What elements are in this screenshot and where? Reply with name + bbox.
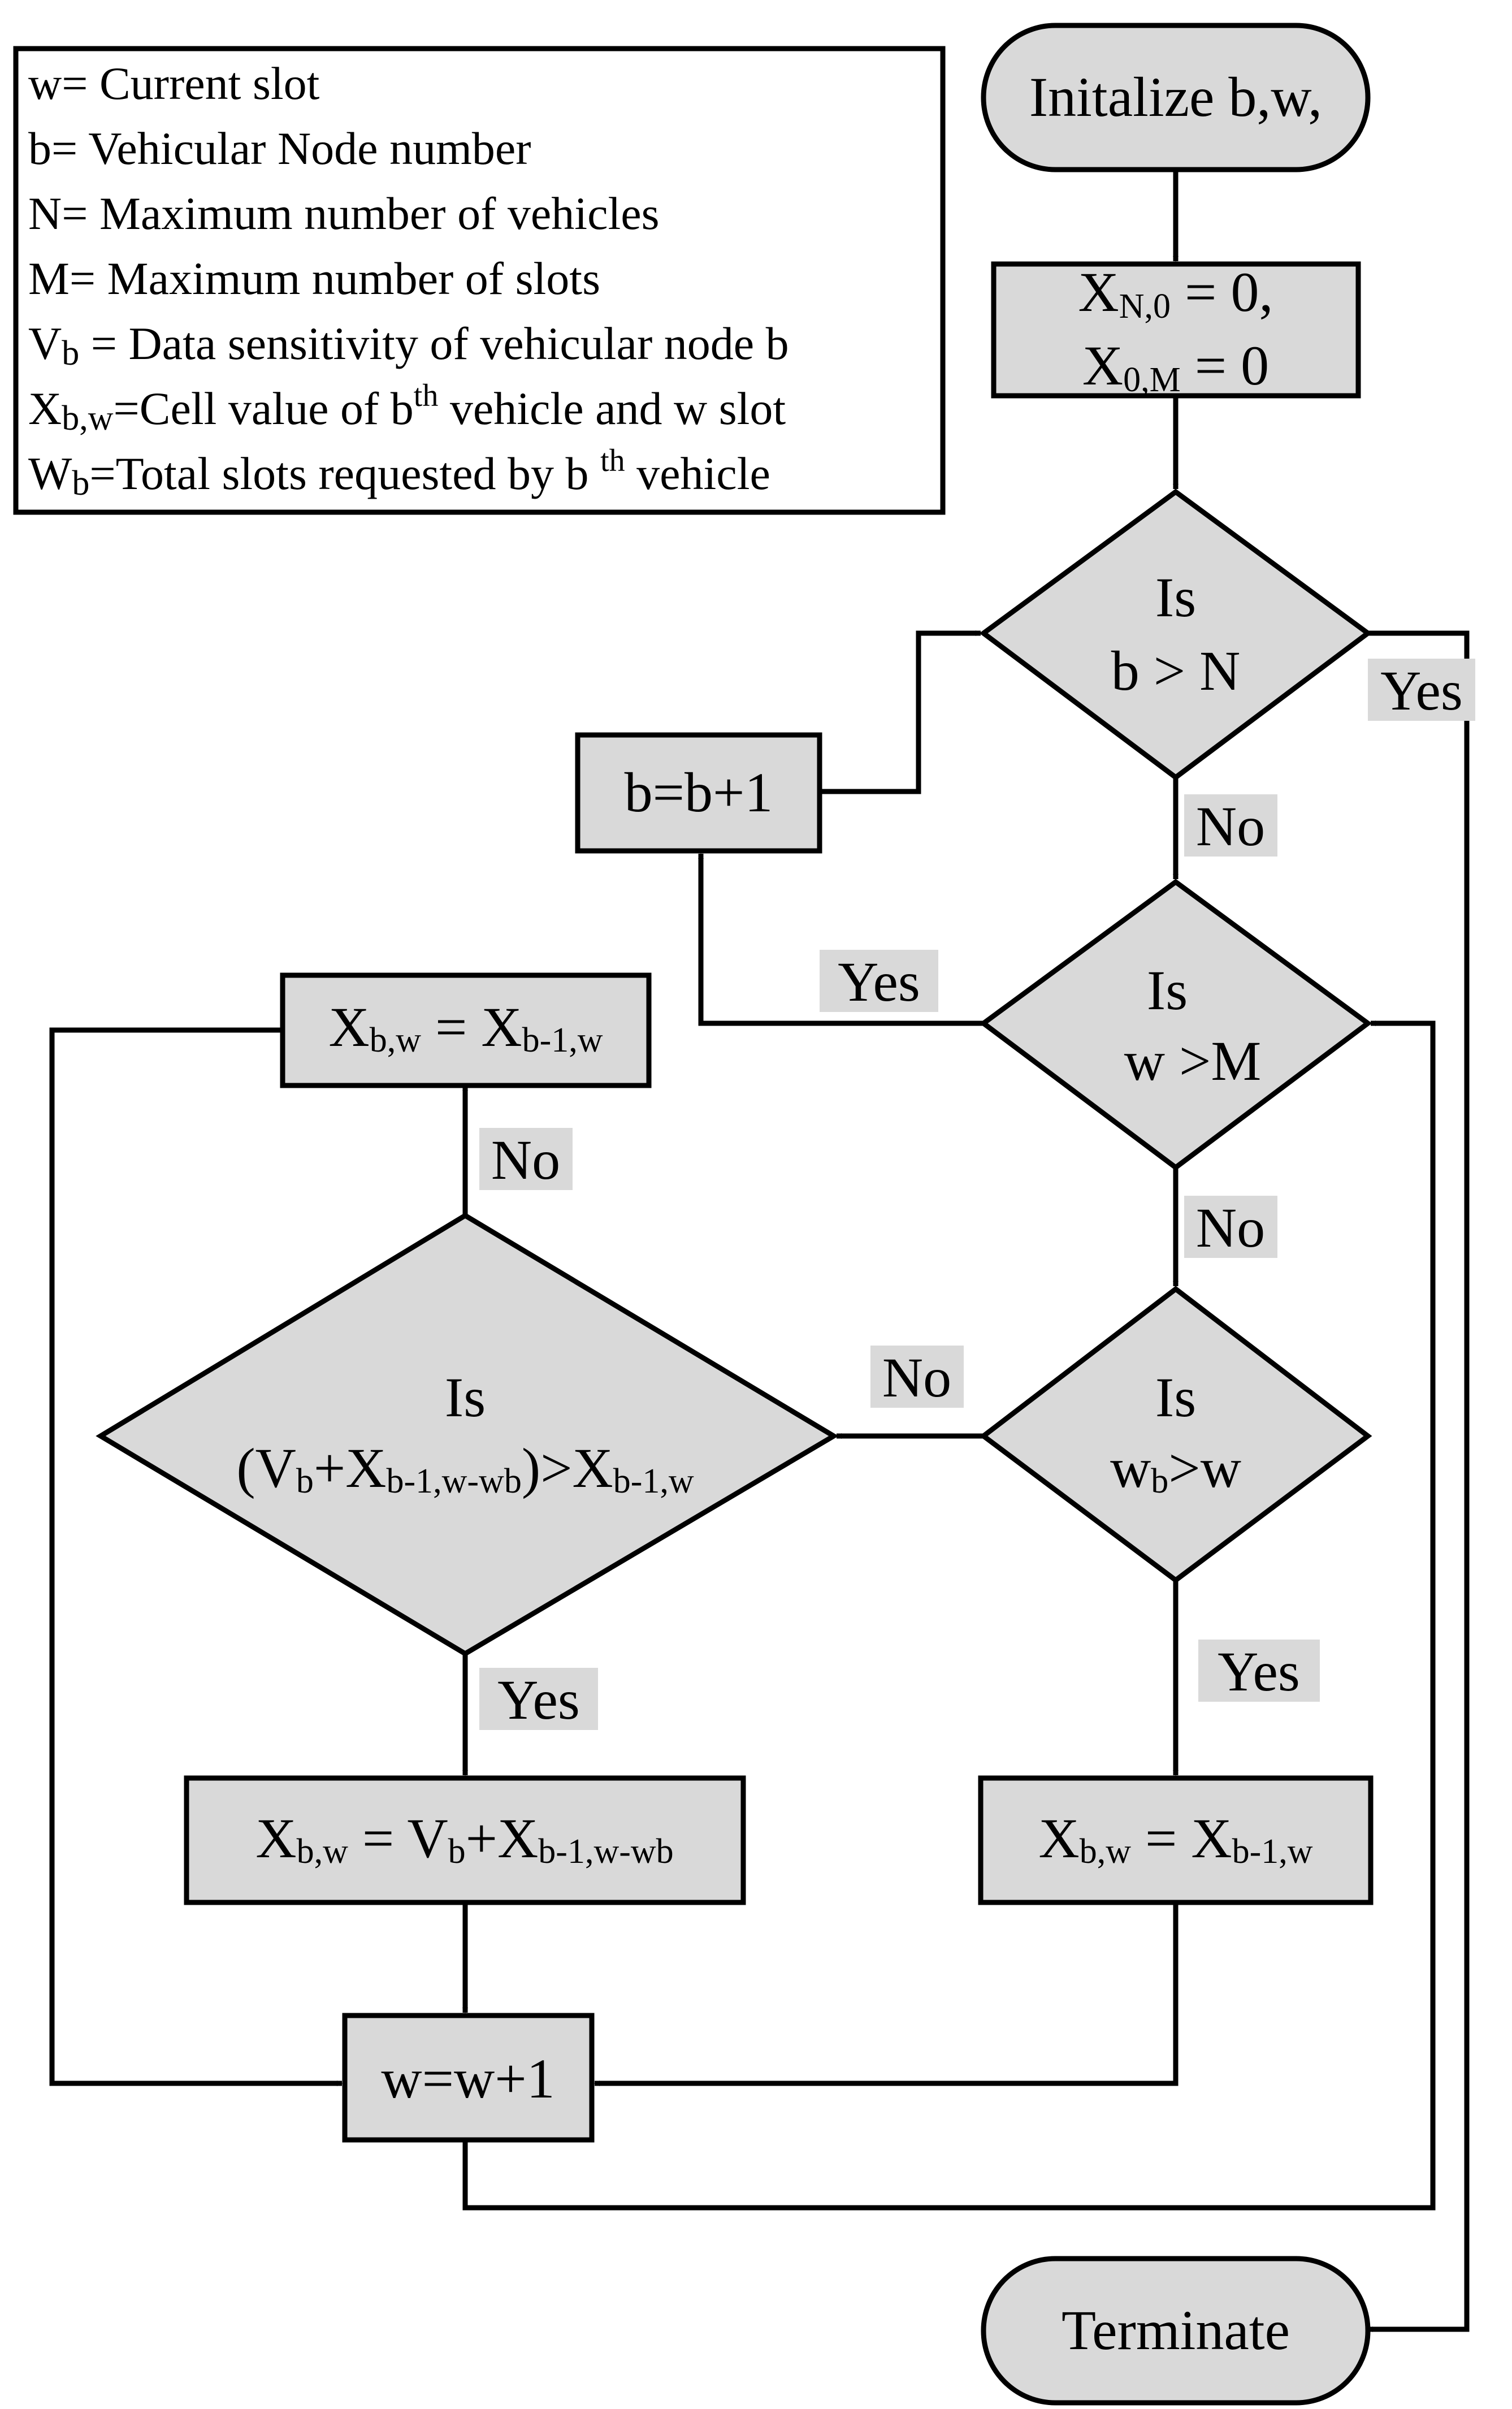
- legend: w= Current slot b= Vehicular Node number…: [13, 46, 946, 515]
- decision-wb-line-1: Is: [1155, 1366, 1196, 1429]
- init-process: XN,0 = 0, X0,M = 0: [991, 261, 1361, 399]
- legend-line-vb: Vb = Data sensitivity of vehicular node …: [28, 318, 789, 373]
- increment-w-process: w=w+1: [342, 2013, 595, 2143]
- legend-line-n: N= Maximum number of vehicles: [28, 188, 660, 239]
- legend-line-xbw: Xb,w=Cell value of bth vehicle and w slo…: [28, 378, 786, 438]
- decision-value-line-1: Is: [445, 1366, 486, 1429]
- assign-yes-process: Xb,w = Vb+Xb-1,w-wb: [184, 1775, 746, 1905]
- edge-increment-w-to-decision-w: [462, 1020, 1436, 2211]
- label-value-yes: Yes: [479, 1668, 598, 1731]
- decision-w-line-2: w >M: [1124, 1030, 1262, 1092]
- legend-line-m: M= Maximum number of slots: [28, 253, 600, 304]
- label-value-no: No: [479, 1128, 573, 1191]
- edge-increment-b-to-decision-b: [820, 630, 981, 794]
- svg-text:No: No: [1196, 1196, 1265, 1259]
- label-b-no: No: [1184, 794, 1277, 858]
- assign-right-process: Xb,w = Xb-1,w: [978, 1775, 1374, 1905]
- assign-right-label: Xb,w = Xb-1,w: [1038, 1807, 1312, 1871]
- svg-text:Yes: Yes: [1380, 659, 1463, 722]
- decision-value-line-2: (Vb+Xb-1,w-wb)>Xb-1,w: [236, 1437, 694, 1500]
- legend-box: [13, 46, 946, 515]
- increment-b-process: b=b+1: [575, 732, 822, 854]
- terminate-terminal: Terminate: [981, 2256, 1371, 2406]
- decision-wb-line-2: wb>w: [1110, 1437, 1241, 1500]
- edge-labels: Yes No Yes No No Yes No Yes: [479, 659, 1475, 1731]
- svg-text:Yes: Yes: [1218, 1640, 1300, 1703]
- label-wb-no: No: [870, 1346, 964, 1409]
- legend-line-b: b= Vehicular Node number: [28, 123, 531, 174]
- start-terminal: Initalize b,w,: [981, 23, 1371, 172]
- assign-yes-label: Xb,w = Vb+Xb-1,w-wb: [255, 1807, 673, 1871]
- svg-text:No: No: [491, 1128, 560, 1191]
- edge-decision-w-yes-to-increment-b: [698, 853, 984, 1026]
- edge-assign-no-to-increment-w: [49, 1027, 343, 2086]
- decision-w-gt-m: Is w >M: [979, 879, 1372, 1171]
- decision-b-line-2: b > N: [1111, 639, 1241, 702]
- svg-text:No: No: [1196, 795, 1265, 858]
- svg-text:No: No: [882, 1346, 951, 1409]
- decision-value-compare: Is (Vb+Xb-1,w-wb)>Xb-1,w: [96, 1212, 839, 1657]
- increment-w-label: w=w+1: [381, 2047, 554, 2110]
- legend-line-w: w= Current slot: [28, 58, 320, 109]
- legend-line-wb: Wb=Total slots requested by b th vehicle: [28, 443, 770, 503]
- label-wb-yes: Yes: [1198, 1640, 1320, 1703]
- svg-text:Yes: Yes: [838, 950, 920, 1013]
- connectors: [49, 170, 1470, 2332]
- edge-decision-b-yes-to-terminate: [1367, 630, 1470, 2332]
- decision-b-line-1: Is: [1155, 566, 1196, 629]
- terminate-label: Terminate: [1062, 2299, 1290, 2362]
- assign-no-process: Xb,w = Xb-1,w: [280, 972, 652, 1088]
- label-w-yes: Yes: [820, 950, 938, 1013]
- svg-text:Yes: Yes: [497, 1668, 580, 1731]
- decision-wb-gt-w: Is wb>w: [979, 1286, 1372, 1584]
- increment-b-label: b=b+1: [625, 761, 773, 824]
- label-b-yes: Yes: [1368, 659, 1475, 722]
- init-line-1: XN,0 = 0,: [1078, 261, 1273, 326]
- start-label: Initalize b,w,: [1029, 66, 1322, 128]
- init-line-2: X0,M = 0: [1082, 334, 1269, 399]
- decision-b-gt-n: Is b > N: [979, 488, 1372, 781]
- decision-w-line-1: Is: [1147, 959, 1188, 1022]
- edge-assign-right-to-increment-w: [594, 1902, 1179, 2086]
- label-w-no: No: [1184, 1196, 1277, 1259]
- assign-no-label: Xb,w = Xb-1,w: [328, 996, 603, 1059]
